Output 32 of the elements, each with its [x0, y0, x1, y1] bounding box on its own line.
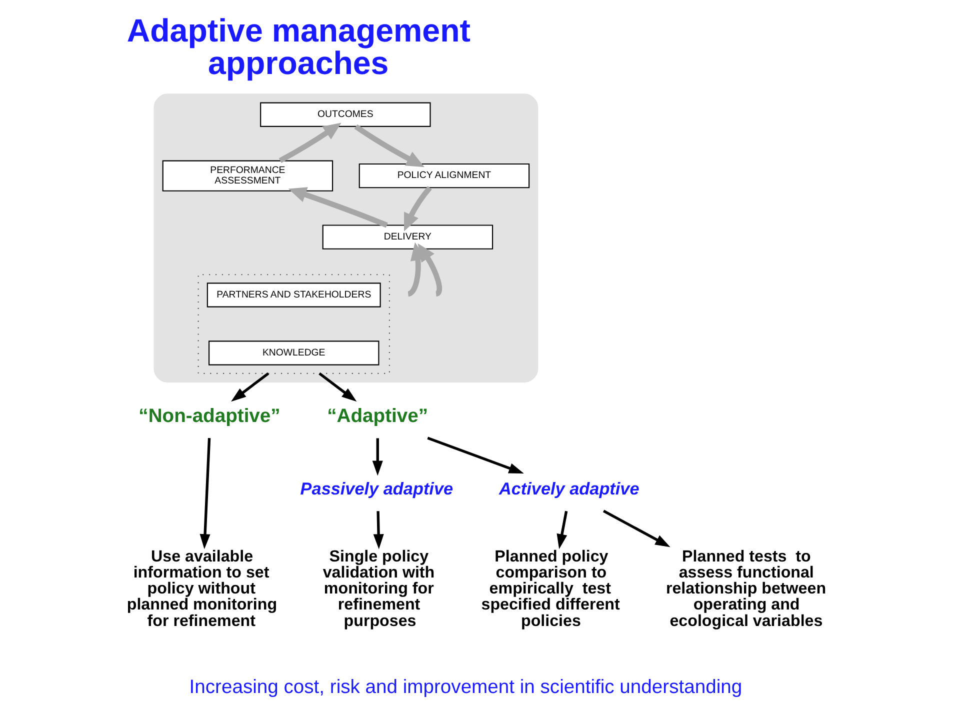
- arrow: [278, 122, 342, 163]
- node-text: Use available information to set policy without planned monitoring for refinement: [126, 547, 278, 630]
- diagram-title: Adaptive management approaches: [126, 12, 470, 81]
- node-box: PARTNERS AND STAKEHOLDERS: [206, 282, 381, 308]
- arrow: [404, 186, 432, 232]
- arrow: [288, 187, 388, 228]
- arrow: [200, 438, 211, 550]
- cluster: [198, 274, 390, 374]
- node-text: Passively adaptive: [300, 478, 454, 499]
- caption: Increasing cost, risk and improvement in scientific understanding: [189, 676, 742, 698]
- arrow: [318, 372, 357, 402]
- cluster: [154, 94, 538, 383]
- node-text: “Adaptive”: [327, 406, 428, 428]
- arrow: [372, 438, 383, 476]
- node-text: Single policy validation with monitoring for refinement purposes: [322, 547, 435, 630]
- arrow: [410, 242, 442, 296]
- node-text: Actively adaptive: [498, 478, 640, 499]
- node-text: Planned policy comparison to empirically test specified different policies: [481, 547, 620, 630]
- arrow: [407, 242, 434, 296]
- node-box: OUTCOMES: [260, 102, 431, 127]
- arrow: [231, 372, 270, 402]
- node-box: DELIVERY: [322, 224, 494, 250]
- arrow: [602, 510, 670, 548]
- node-text: Planned tests to assess functional relationship between operating and ecological variables: [666, 547, 826, 630]
- arrow: [354, 124, 424, 168]
- arrow: [427, 436, 524, 474]
- node-box: PERFORMANCE ASSESSMENT: [162, 160, 334, 192]
- arrow: [373, 511, 384, 550]
- node-box: KNOWLEDGE: [208, 340, 380, 366]
- arrow: [556, 510, 568, 550]
- node-box: POLICY ALIGNMENT: [358, 163, 530, 188]
- node-text: “Non-adaptive”: [138, 406, 280, 428]
